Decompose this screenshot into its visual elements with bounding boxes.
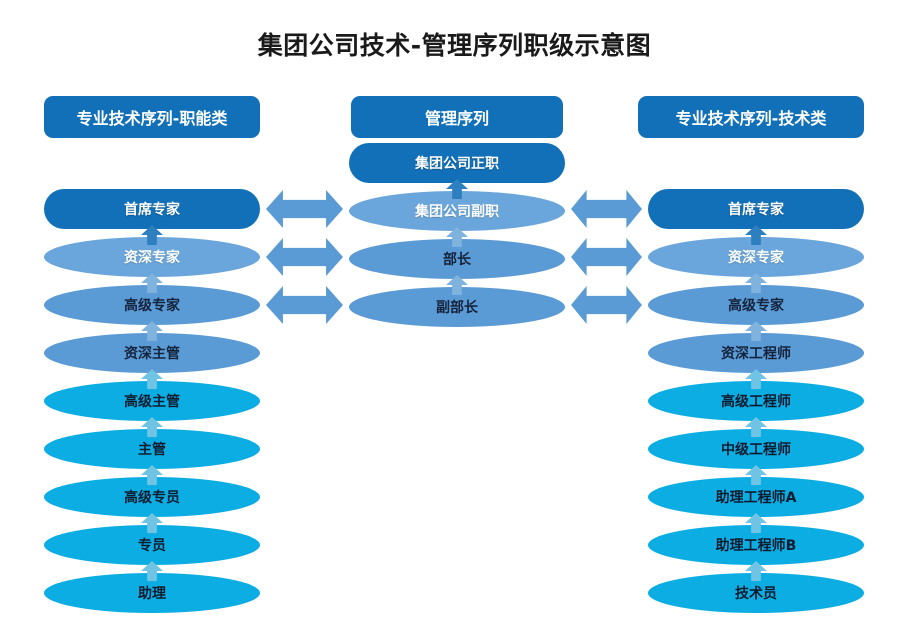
- column-header-left[interactable]: 专业技术序列-职能类: [44, 96, 260, 138]
- equivalence-arrow-right-0: [571, 190, 642, 228]
- node-left-0[interactable]: 首席专家: [44, 189, 260, 229]
- page-title: 集团公司技术-管理序列职级示意图: [257, 31, 652, 60]
- column-header-middle[interactable]: 管理序列: [351, 96, 563, 138]
- equivalence-arrow-left-0: [266, 190, 343, 228]
- node-left-2[interactable]: 高级专家: [44, 285, 260, 325]
- column-header-right[interactable]: 专业技术序列-技术类: [638, 96, 864, 138]
- equivalence-arrow-right-1: [571, 238, 642, 276]
- node-middle-0[interactable]: 集团公司正职: [349, 143, 565, 183]
- equivalence-arrow-left-1: [266, 238, 343, 276]
- node-right-0[interactable]: 首席专家: [648, 189, 864, 229]
- equivalence-arrow-left-2: [266, 286, 343, 324]
- equivalence-arrow-right-2: [571, 286, 642, 324]
